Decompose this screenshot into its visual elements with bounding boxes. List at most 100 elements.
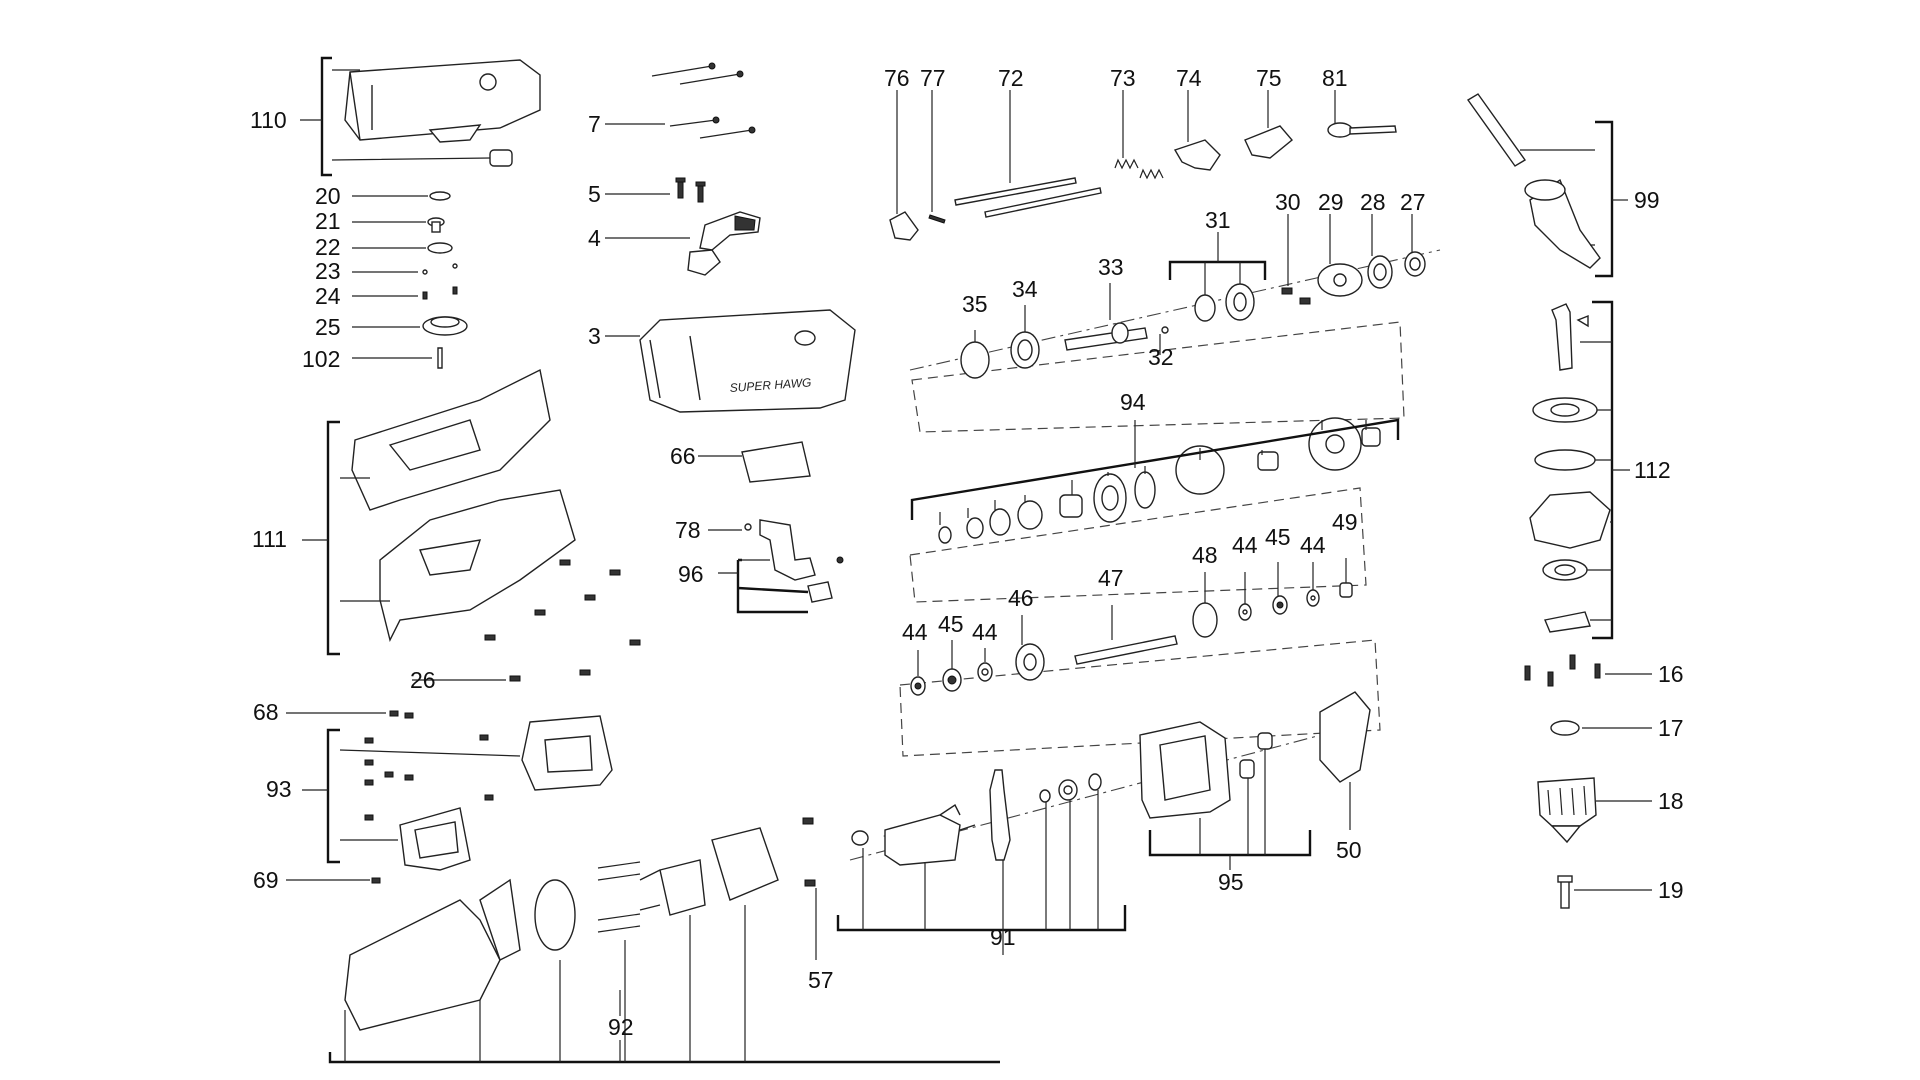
part-75 xyxy=(1244,125,1293,159)
label-3: 3 xyxy=(588,323,601,349)
label-110: 110 xyxy=(250,107,287,133)
label-50: 50 xyxy=(1336,837,1362,863)
gears-row-31-35 xyxy=(960,251,1426,379)
label-74: 74 xyxy=(1176,65,1202,91)
part-74 xyxy=(1173,139,1221,171)
screw-19 xyxy=(1557,875,1573,909)
brand-text: SUPER HAWG xyxy=(729,375,812,395)
pin-77 xyxy=(928,214,946,224)
label-99: 99 xyxy=(1634,187,1660,213)
label-44-d: 44 xyxy=(1300,532,1326,558)
label-34: 34 xyxy=(1012,276,1038,302)
label-44-b: 44 xyxy=(972,619,998,645)
label-66 xyxy=(741,441,811,483)
gear-case-3: SUPER HAWG xyxy=(639,309,856,413)
label-76: 76 xyxy=(884,65,910,91)
label-4: 4 xyxy=(588,225,601,251)
label-30: 30 xyxy=(1275,189,1301,215)
label-21: 21 xyxy=(315,208,341,234)
armature-91 xyxy=(851,769,1102,866)
part-78 xyxy=(744,523,752,531)
gearbox-95 xyxy=(1139,721,1273,819)
label-33: 33 xyxy=(1098,254,1124,280)
label-112: 112 xyxy=(1634,457,1671,483)
label-66: 66 xyxy=(670,443,696,469)
label-16: 16 xyxy=(1658,661,1684,687)
label-31: 31 xyxy=(1205,207,1231,233)
label-45-b: 45 xyxy=(1265,524,1291,550)
label-19: 19 xyxy=(1658,877,1684,903)
label-47: 47 xyxy=(1098,565,1124,591)
label-72: 72 xyxy=(998,65,1024,91)
label-91: 91 xyxy=(990,924,1016,950)
label-17: 17 xyxy=(1658,715,1684,741)
label-93: 93 xyxy=(266,776,292,802)
screw-69 xyxy=(371,877,381,884)
label-18: 18 xyxy=(1658,788,1684,814)
motor-housing-93 xyxy=(364,715,613,871)
label-45-a: 45 xyxy=(938,611,964,637)
cap-25 xyxy=(422,316,468,336)
label-32: 32 xyxy=(1148,344,1174,370)
label-78: 78 xyxy=(675,517,701,543)
label-96: 96 xyxy=(678,561,704,587)
handle-halves-111 xyxy=(351,368,576,643)
label-46: 46 xyxy=(1008,585,1034,611)
chuck-18 xyxy=(1537,777,1597,844)
label-7: 7 xyxy=(588,111,601,137)
label-28: 28 xyxy=(1360,189,1386,215)
springs-73 xyxy=(1114,158,1164,180)
callout-labels: 110 20 21 22 23 24 25 102 111 26 68 93 6… xyxy=(250,65,1684,1040)
shaft-row-44-49 xyxy=(910,582,1353,696)
handle-99 xyxy=(1466,93,1601,269)
screws-5 xyxy=(675,177,706,203)
label-26: 26 xyxy=(410,667,436,693)
screws-7 xyxy=(651,62,756,139)
label-23: 23 xyxy=(315,258,341,284)
label-29: 29 xyxy=(1318,189,1344,215)
label-49: 49 xyxy=(1332,509,1358,535)
label-24: 24 xyxy=(315,283,341,309)
part-81 xyxy=(1327,122,1397,138)
label-44-a: 44 xyxy=(902,619,928,645)
label-44-c: 44 xyxy=(1232,532,1258,558)
label-73: 73 xyxy=(1110,65,1136,91)
label-95: 95 xyxy=(1218,869,1244,895)
lever-4 xyxy=(687,211,761,276)
knob-21 xyxy=(427,217,445,233)
switch-96 xyxy=(759,519,844,603)
label-5: 5 xyxy=(588,181,601,207)
gears-row-94 xyxy=(938,417,1381,544)
screw-102 xyxy=(437,347,443,369)
ring-17 xyxy=(1550,720,1580,736)
label-48: 48 xyxy=(1192,542,1218,568)
ball-23 xyxy=(422,269,428,275)
o-ring-22 xyxy=(427,242,453,254)
label-75: 75 xyxy=(1256,65,1282,91)
label-35: 35 xyxy=(962,291,988,317)
gear-housing-110 xyxy=(344,59,541,167)
label-25: 25 xyxy=(315,314,341,340)
label-77: 77 xyxy=(920,65,946,91)
screws-26 xyxy=(484,559,641,682)
electronics-92 xyxy=(344,827,779,1031)
label-111: 111 xyxy=(252,526,287,552)
label-22: 22 xyxy=(315,234,341,260)
label-92: 92 xyxy=(608,1014,634,1040)
gasket-50 xyxy=(1319,691,1371,783)
screws-57 xyxy=(802,817,814,825)
spindle-112 xyxy=(1529,303,1611,633)
screw-68 xyxy=(389,710,399,717)
pin-24 xyxy=(422,291,428,300)
o-ring-20 xyxy=(429,191,451,201)
label-57: 57 xyxy=(808,967,834,993)
label-68: 68 xyxy=(253,699,279,725)
label-102: 102 xyxy=(302,346,340,372)
part-76 xyxy=(889,211,919,241)
label-81: 81 xyxy=(1322,65,1348,91)
label-27: 27 xyxy=(1400,189,1426,215)
label-20: 20 xyxy=(315,183,341,209)
label-94: 94 xyxy=(1120,389,1146,415)
label-69: 69 xyxy=(253,867,279,893)
